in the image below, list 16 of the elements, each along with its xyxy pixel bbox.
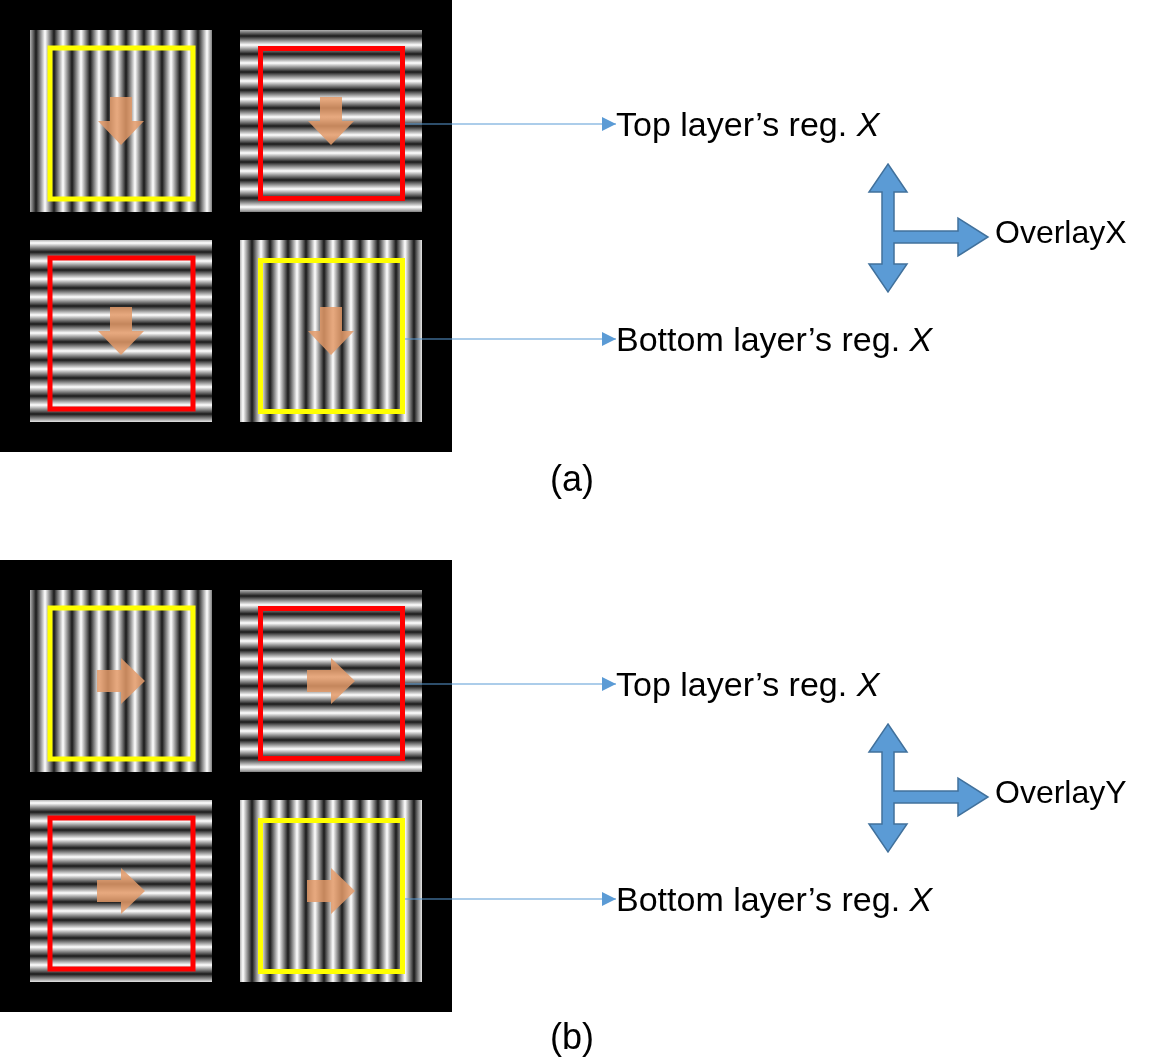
- label-text: Top layer’s reg. X: [616, 104, 880, 144]
- leader-line: [402, 332, 617, 346]
- panel-label: (a): [550, 458, 594, 500]
- axis-label: OverlayY: [995, 773, 1127, 812]
- leader-line: [402, 117, 617, 131]
- label-text: Top layer’s reg. X: [616, 664, 880, 704]
- region-frame: [258, 46, 405, 201]
- leader-line: [402, 892, 617, 906]
- axis-label: OverlayX: [995, 213, 1127, 252]
- label-text: Bottom layer’s reg. X: [616, 319, 933, 359]
- region-frame: [258, 818, 405, 974]
- label-text: Bottom layer’s reg. X: [616, 879, 933, 919]
- panel-label: (b): [550, 1016, 594, 1058]
- leader-line: [402, 677, 617, 691]
- region-frame: [258, 258, 405, 414]
- region-frame: [258, 606, 405, 761]
